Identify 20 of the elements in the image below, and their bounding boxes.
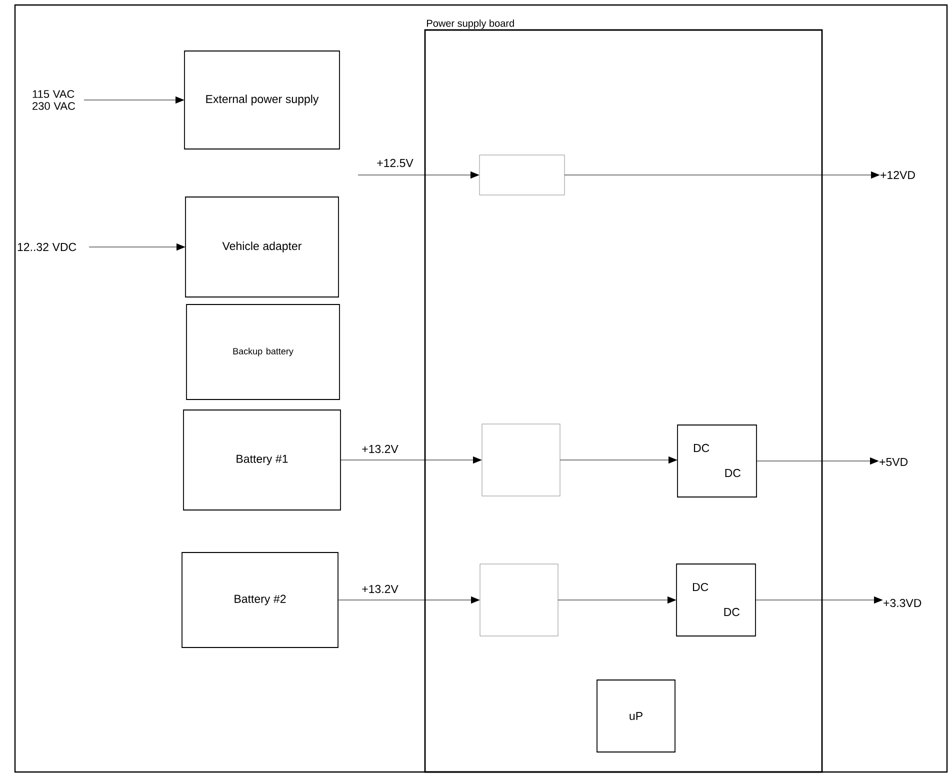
edge-label: +13.2V: [360, 444, 400, 454]
converter-box: DC DC: [676, 564, 756, 636]
supply-box: External power supply: [184, 50, 340, 150]
edge-label: +12.5V: [376, 158, 414, 168]
block-box: [482, 424, 560, 496]
block-box: [479, 154, 565, 196]
input-label: 115 VAC 230 VAC: [32, 90, 76, 110]
input-label: 12..32 VDC: [18, 242, 76, 252]
converter-box: DC DC: [677, 424, 757, 498]
edge-label: +13.2V: [360, 584, 400, 594]
output-label: +5VD: [880, 458, 908, 466]
battery-box: Backup battery: [186, 304, 340, 400]
battery-box: Battery #1: [183, 410, 341, 510]
processor-box: uP: [596, 680, 676, 752]
adapter-box: Vehicle adapter: [185, 196, 339, 298]
output-label: +12VD: [880, 171, 915, 180]
battery-box: Battery #2: [182, 552, 338, 648]
output-label: +3.3VD: [884, 598, 922, 608]
block-box: [480, 564, 558, 636]
node-label: Power supply board: [427, 19, 514, 29]
